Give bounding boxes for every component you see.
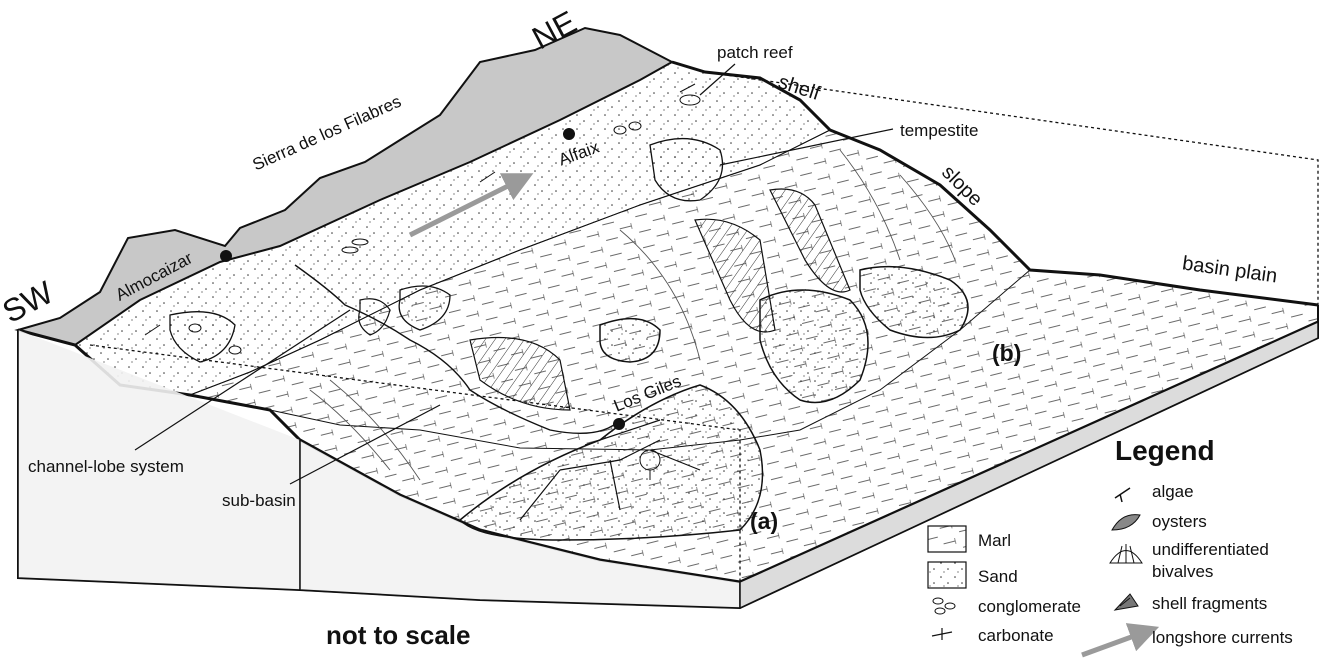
legend-shell-fragments: shell fragments	[1152, 594, 1268, 613]
scale-note: not to scale	[326, 620, 471, 650]
patch-reef-label: patch reef	[717, 43, 793, 62]
legend-carbonate-icon	[931, 628, 953, 640]
legend-marl-swatch	[927, 525, 967, 553]
los-giles-dot	[613, 418, 625, 430]
legend-bivalves-icon	[1109, 544, 1143, 564]
legend-conglomerate: conglomerate	[978, 597, 1082, 616]
sub-basin-label: sub-basin	[222, 491, 296, 510]
longshore-current-arrow	[408, 173, 534, 238]
legend-algae-icon	[1114, 487, 1131, 503]
almocaizar-dot	[220, 250, 232, 262]
legend-title: Legend	[1115, 435, 1215, 466]
legend-oysters-icon	[1111, 514, 1141, 531]
legend-shell-fragments-icon	[1113, 593, 1139, 611]
channel-lobe-label: channel-lobe system	[28, 457, 184, 476]
legend-conglomerate-icon	[932, 597, 956, 615]
legend-longshore-currents: longshore currents	[1152, 628, 1293, 647]
legend-bivalves: bivalves	[1152, 562, 1214, 581]
tag-b: (b)	[992, 340, 1022, 366]
legend-sand-swatch	[927, 561, 967, 589]
tag-a: (a)	[750, 508, 779, 534]
tempestite-label: tempestite	[900, 121, 979, 140]
legend-longshore-arrow-icon	[1081, 623, 1160, 658]
legend-undifferentiated: undifferentiated	[1152, 540, 1269, 559]
legend-oysters: oysters	[1152, 512, 1207, 531]
legend-carbonate: carbonate	[978, 626, 1054, 645]
lobe-b	[759, 289, 869, 404]
alfaix-dot	[563, 128, 575, 140]
legend-algae: algae	[1152, 482, 1194, 501]
legend-marl: Marl	[978, 531, 1012, 550]
legend-sand: Sand	[978, 567, 1018, 586]
